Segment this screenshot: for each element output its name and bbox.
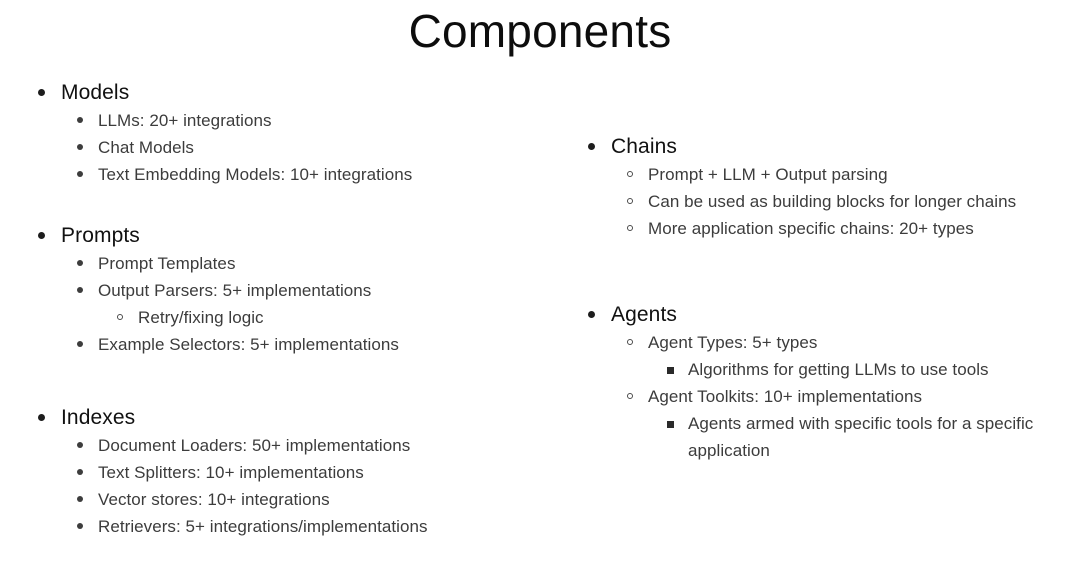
- section-heading-row: Prompts: [22, 221, 542, 250]
- bullet-item: Example Selectors: 5+ implementations: [22, 331, 542, 358]
- section-heading-label: Indexes: [61, 406, 136, 429]
- bullet-item-label: Output Parsers: 5+ implementations: [98, 281, 372, 300]
- bullet-item: LLMs: 20+ integrations: [22, 107, 542, 134]
- bullet-item-label: Prompt + LLM + Output parsing: [648, 165, 888, 184]
- bullet-item: Document Loaders: 50+ implementations: [22, 432, 542, 459]
- bullet-item-label: Prompt Templates: [98, 254, 236, 273]
- section-heading-row: Models: [22, 78, 542, 107]
- bullet-item: Agent Toolkits: 10+ implementations: [572, 383, 1072, 410]
- square-bullet-icon: [667, 421, 674, 428]
- bullet-item: Prompt Templates: [22, 250, 542, 277]
- square-bullet-icon: [667, 367, 674, 374]
- disc-bullet-icon: [77, 287, 83, 293]
- bullet-item-label: Agent Toolkits: 10+ implementations: [648, 387, 923, 406]
- disc-bullet-icon: [38, 232, 45, 239]
- bullet-item: Can be used as building blocks for longe…: [572, 188, 1072, 215]
- disc-bullet-icon: [588, 143, 595, 150]
- bullet-item-label: Chat Models: [98, 138, 194, 157]
- bullet-item-label: Agents armed with specific tools for a s…: [688, 414, 1039, 460]
- bullet-item-label: Retrievers: 5+ integrations/implementati…: [98, 517, 428, 536]
- bullet-item-label: Example Selectors: 5+ implementations: [98, 335, 399, 354]
- section-heading-label: Chains: [611, 135, 677, 158]
- bullet-item: Retry/fixing logic: [22, 304, 542, 331]
- hollow-circle-bullet-icon: [627, 393, 633, 399]
- bullet-item-label: Text Splitters: 10+ implementations: [98, 463, 364, 482]
- disc-bullet-icon: [77, 117, 83, 123]
- disc-bullet-icon: [77, 496, 83, 502]
- section-heading-row: Chains: [572, 132, 1072, 161]
- disc-bullet-icon: [588, 311, 595, 318]
- bullet-item: Agent Types: 5+ types: [572, 329, 1072, 356]
- disc-bullet-icon: [77, 260, 83, 266]
- hollow-circle-bullet-icon: [627, 339, 633, 345]
- disc-bullet-icon: [77, 144, 83, 150]
- section-heading-row: Indexes: [22, 403, 542, 432]
- disc-bullet-icon: [77, 442, 83, 448]
- bullet-item-label: LLMs: 20+ integrations: [98, 111, 272, 130]
- bullet-item: More application specific chains: 20+ ty…: [572, 215, 1072, 242]
- bullet-item-label: Vector stores: 10+ integrations: [98, 490, 330, 509]
- disc-bullet-icon: [77, 469, 83, 475]
- disc-bullet-icon: [77, 171, 83, 177]
- bullet-item: Text Embedding Models: 10+ integrations: [22, 161, 542, 188]
- hollow-circle-bullet-icon: [627, 198, 633, 204]
- section-heading-label: Prompts: [61, 224, 140, 247]
- bullet-item: Output Parsers: 5+ implementations: [22, 277, 542, 304]
- bullet-item-label: Agent Types: 5+ types: [648, 333, 818, 352]
- bullet-item: Agents armed with specific tools for a s…: [572, 410, 1072, 464]
- bullet-item-label: More application specific chains: 20+ ty…: [648, 219, 974, 238]
- page-title: Components: [408, 5, 672, 57]
- bullet-item-label: Can be used as building blocks for longe…: [648, 192, 1017, 211]
- hollow-circle-bullet-icon: [117, 314, 123, 320]
- bullet-item: Vector stores: 10+ integrations: [22, 486, 542, 513]
- disc-bullet-icon: [77, 523, 83, 529]
- bullet-item: Chat Models: [22, 134, 542, 161]
- bullet-item-label: Algorithms for getting LLMs to use tools: [688, 360, 989, 379]
- hollow-circle-bullet-icon: [627, 225, 633, 231]
- bullet-item: Algorithms for getting LLMs to use tools: [572, 356, 1072, 383]
- disc-bullet-icon: [38, 414, 45, 421]
- section-heading-label: Models: [61, 81, 130, 104]
- section-heading-row: Agents: [572, 300, 1072, 329]
- bullet-item-label: Text Embedding Models: 10+ integrations: [98, 165, 413, 184]
- bullet-item-label: Document Loaders: 50+ implementations: [98, 436, 411, 455]
- bullet-item: Retrievers: 5+ integrations/implementati…: [22, 513, 542, 540]
- bullet-item: Text Splitters: 10+ implementations: [22, 459, 542, 486]
- bullet-item: Prompt + LLM + Output parsing: [572, 161, 1072, 188]
- disc-bullet-icon: [77, 341, 83, 347]
- section-heading-label: Agents: [611, 303, 677, 326]
- disc-bullet-icon: [38, 89, 45, 96]
- hollow-circle-bullet-icon: [627, 171, 633, 177]
- bullet-item-label: Retry/fixing logic: [138, 308, 264, 327]
